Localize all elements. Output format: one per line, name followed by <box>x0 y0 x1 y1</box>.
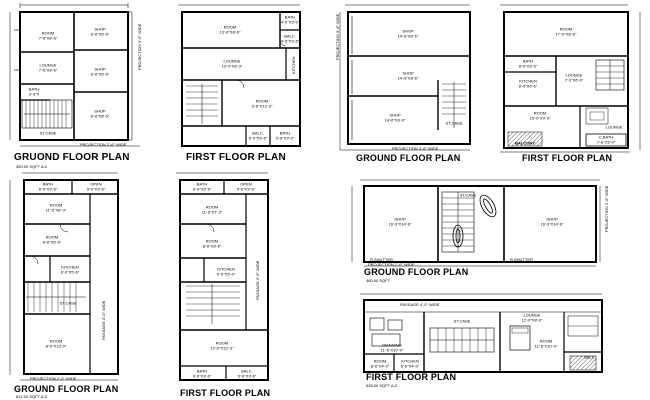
plan-8-drawing <box>360 293 603 373</box>
p1-stcase-label: ST.CASE <box>39 130 57 136</box>
p5-passage-label: PASSAGE 3'-0" WIDE <box>101 300 106 340</box>
plan-1-caption: GRUOND FLOOR PLAN <box>14 152 130 163</box>
p2-balc-label: BALC.6'-0"X3'-6" <box>248 130 268 140</box>
plan-8-caption: FIRST FLOOR PLAN <box>366 372 457 382</box>
p7-shutter-label: R.SHUTTER <box>370 257 393 262</box>
plan-3-caption: GROUND FLOOR PLAN <box>356 153 461 163</box>
p2-balc-label: BALC.4'-0"X3'-6" <box>280 33 300 43</box>
p8-balc-label: BALC. <box>584 354 596 360</box>
plan-7-drawing <box>351 179 601 267</box>
p1-side-projection-label: PROJECTION 3'-6" WIDE <box>137 23 142 70</box>
plan-6-drawing <box>176 172 269 381</box>
plan-8-area: 535.00 SQFT A.Z <box>366 383 398 388</box>
plan-7-area: 480.00 SQFT <box>366 278 391 283</box>
plan-6-caption: FIRST FLOOR PLAN <box>180 388 271 398</box>
plan-5-drawing <box>9 172 119 381</box>
p7-side-projection-label: PROJECTION 2'-6" WIDE <box>604 185 609 232</box>
plan-5-caption: GROUND FLOOR PLAN <box>14 384 119 394</box>
plan-4-drawing <box>500 4 641 153</box>
p5-stcase-label: ST.CASE <box>59 300 77 306</box>
p4-lounge-label: LOUNGE <box>605 124 623 130</box>
plan-7-caption: GROUND FLOOR PLAN <box>364 267 469 277</box>
p8-passage-label: PASSAGE 4'-0" WIDE <box>400 302 440 307</box>
p7-stcase-label: ST.CASE <box>459 192 477 198</box>
p1-passage-label: PROJECTION 2'-6" WIDE <box>80 142 127 147</box>
plan-5-area: 612.00 SQFT A.Z <box>16 394 48 399</box>
p6-passage-label: PASSAGE 3'-6" WIDE <box>255 260 260 300</box>
p8-stcase-label: ST.CASE <box>453 318 471 324</box>
plan-3-drawing <box>339 4 471 151</box>
p6-balc-label: BALC.5'-6"X3'-6" <box>237 368 257 378</box>
plan-1-drawing <box>9 3 140 147</box>
p3-side-projection-label: PROJECTION 3'-6" WIDE <box>335 13 340 60</box>
p4-balcony-label: BALCONY <box>515 140 535 146</box>
plan-2-drawing <box>178 4 301 147</box>
p5-projection-label: PROJECTION 2'-0" WIDE <box>30 376 77 381</box>
plan-2-caption: FIRST FLOOR PLAN <box>186 152 286 163</box>
plan-1-area: 450.00 SQFT A.Z <box>16 164 48 169</box>
p7-projection-label: PROJECTION 2'-6" WIDE <box>368 262 415 267</box>
p3-stcase-label: ST.CASE <box>445 120 463 126</box>
p2-kitchen-label: KITCHEN <box>291 56 296 74</box>
p3-projection-label: PROJECTION 3'-6" WIDE <box>392 146 439 151</box>
p7-shutter-label-right: R.SHUTTER <box>510 257 533 262</box>
plan-4-caption: FIRST FLOOR PLAN <box>522 153 613 163</box>
